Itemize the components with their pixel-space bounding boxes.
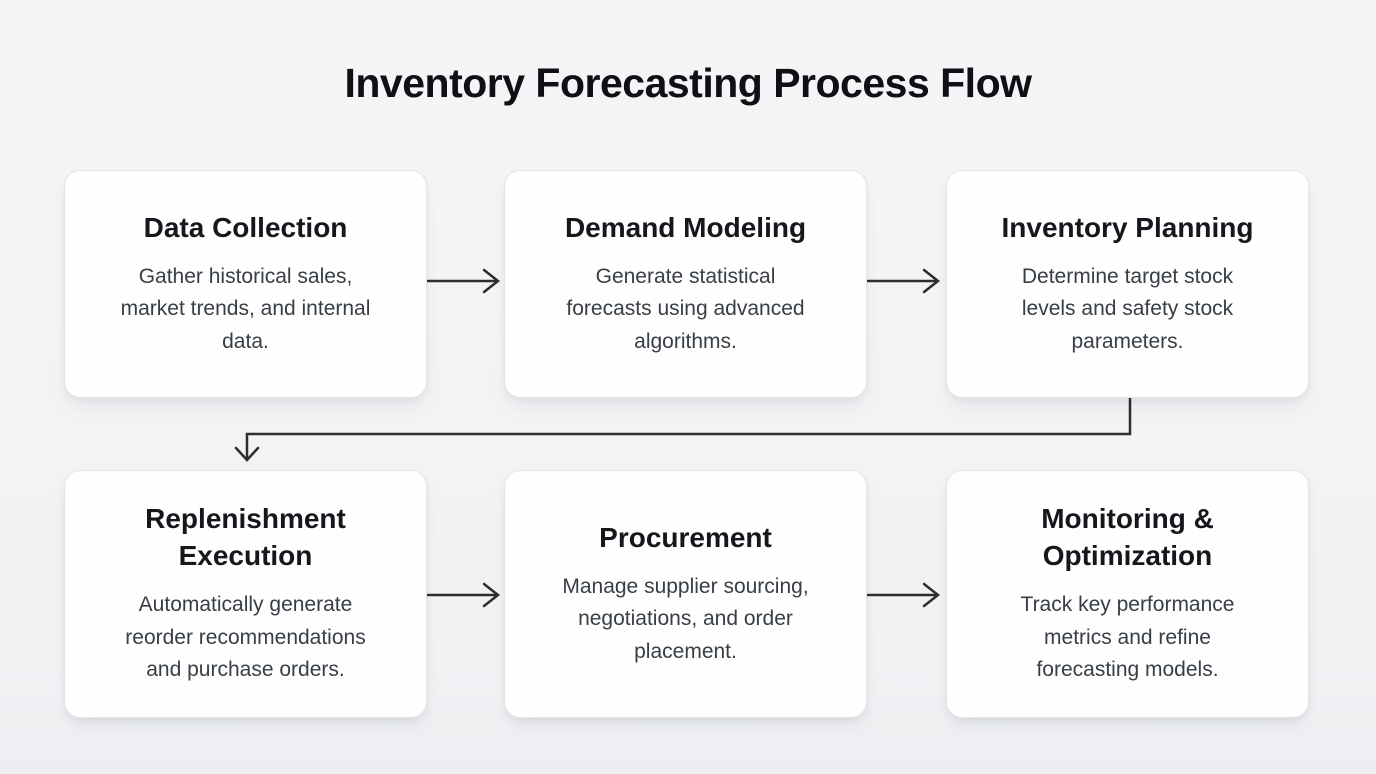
node-description: Track key performance metrics and refine… bbox=[1020, 593, 1235, 682]
diagram-title: Inventory Forecasting Process Flow bbox=[344, 60, 1032, 106]
node-title: Inventory Planning bbox=[1001, 211, 1254, 243]
arrow-inventory-planning-to-replenishment-execution bbox=[234, 398, 1132, 462]
node-title: Demand Modeling bbox=[564, 211, 807, 243]
arrow-demand-modeling-to-inventory-planning bbox=[866, 268, 941, 294]
node-description: Generate statistical forecasts using adv… bbox=[566, 264, 805, 353]
arrow-data-collection-to-demand-modeling bbox=[426, 268, 501, 294]
node-title: Replenishment Execution bbox=[145, 503, 346, 572]
node-title: Procurement bbox=[599, 521, 772, 553]
node-demand-modeling: Demand Modeling Generate statistical for… bbox=[504, 170, 867, 398]
arrow-procurement-to-monitoring-optimization bbox=[866, 582, 941, 608]
node-data-collection: Data Collection Gather historical sales,… bbox=[64, 170, 427, 398]
node-title: Monitoring & Optimization bbox=[1041, 503, 1214, 572]
node-description: Automatically generate reorder recommend… bbox=[125, 593, 366, 682]
node-description: Manage supplier sourcing, negotiations, … bbox=[562, 574, 809, 663]
node-description: Determine target stock levels and safety… bbox=[1021, 264, 1234, 353]
node-title: Data Collection bbox=[143, 211, 348, 243]
node-inventory-planning: Inventory Planning Determine target stoc… bbox=[946, 170, 1309, 398]
node-replenishment-execution: Replenishment Execution Automatically ge… bbox=[64, 470, 427, 718]
node-procurement: Procurement Manage supplier sourcing, ne… bbox=[504, 470, 867, 718]
arrow-replenishment-execution-to-procurement bbox=[426, 582, 501, 608]
node-monitoring-optimization: Monitoring & Optimization Track key perf… bbox=[946, 470, 1309, 718]
node-description: Gather historical sales, market trends, … bbox=[120, 264, 371, 353]
